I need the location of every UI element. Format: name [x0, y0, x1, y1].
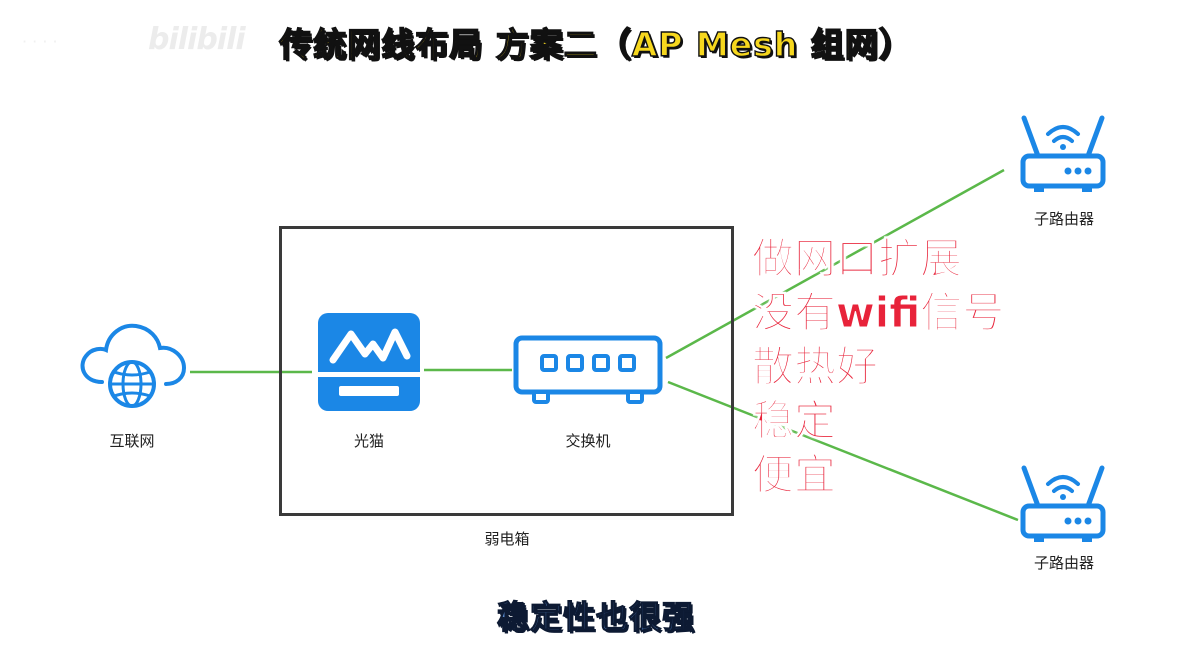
- sub-router-bottom-label: 子路由器: [1033, 554, 1094, 572]
- note-item: 便宜: [751, 450, 837, 500]
- page-title: 传统网线布局 方案二（AP Mesh 组网）: [279, 24, 913, 64]
- box-label: 弱电箱: [484, 530, 530, 548]
- router-icon: [1020, 465, 1106, 542]
- bilibili-watermark: bilibili: [148, 22, 246, 57]
- note-item: 做网口扩展: [751, 234, 963, 284]
- modem-icon: [317, 313, 421, 411]
- link-switch-router-top: [665, 168, 1005, 360]
- note-item: 稳定: [751, 396, 837, 446]
- note-item: 没有wifi信号: [751, 288, 1005, 338]
- modem-label: 光猫: [353, 432, 384, 450]
- caption-subtitle: 稳定性也很强: [496, 597, 695, 636]
- switch-label: 交换机: [565, 432, 611, 450]
- router-icon: [1020, 115, 1106, 192]
- note-item: 散热好: [751, 342, 879, 392]
- weak-current-box: [279, 226, 734, 516]
- cloud-globe-icon: [80, 323, 187, 408]
- switch-icon: [513, 335, 663, 404]
- feature-notes: 做网口扩展 没有wifi信号 散热好 稳定 便宜: [751, 232, 1005, 502]
- sub-router-top-label: 子路由器: [1033, 210, 1094, 228]
- internet-label: 互联网: [109, 432, 155, 450]
- link-switch-router-bottom: [667, 380, 1019, 522]
- watermark-faint: · · · ·: [22, 32, 58, 51]
